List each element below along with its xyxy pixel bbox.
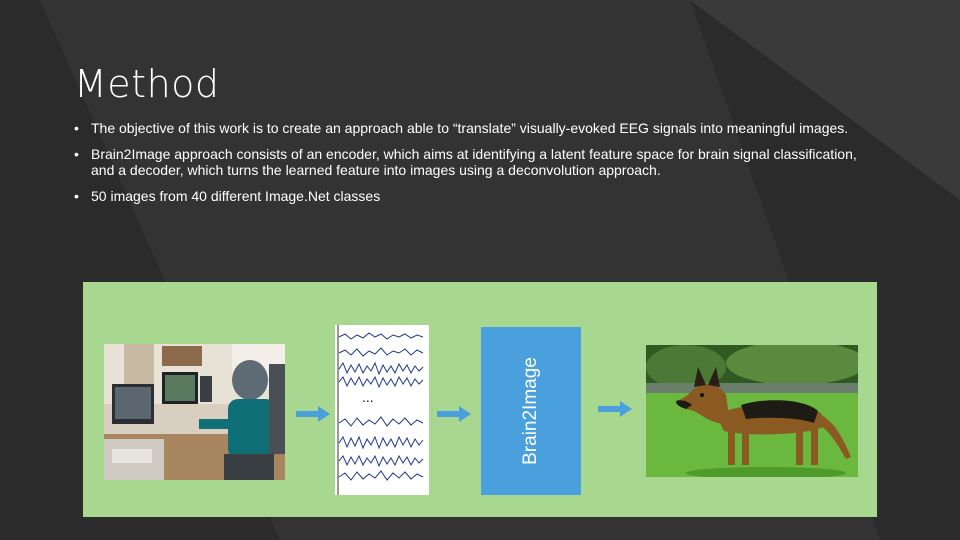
slide-title: Method [74,62,220,106]
pipeline-figure: ... Brain2Image [83,282,877,517]
model-label: Brain2Image [520,357,541,465]
arrow-right-icon [437,406,471,422]
eeg-recording-photo [104,344,285,480]
generated-dog-image [646,345,858,477]
arrow-right-icon [296,406,330,422]
bullet-objective: The objective of this work is to create … [74,120,874,136]
bullet-list: The objective of this work is to create … [74,120,874,214]
arrow-right-icon [598,401,632,417]
eeg-ellipsis: ... [362,389,374,405]
bullet-dataset: 50 images from 40 different Image.Net cl… [74,188,874,204]
brain2image-model-box: Brain2Image [481,327,581,495]
bullet-approach: Brain2Image approach consists of an enco… [74,146,874,178]
eeg-signal-panel: ... [335,325,429,495]
